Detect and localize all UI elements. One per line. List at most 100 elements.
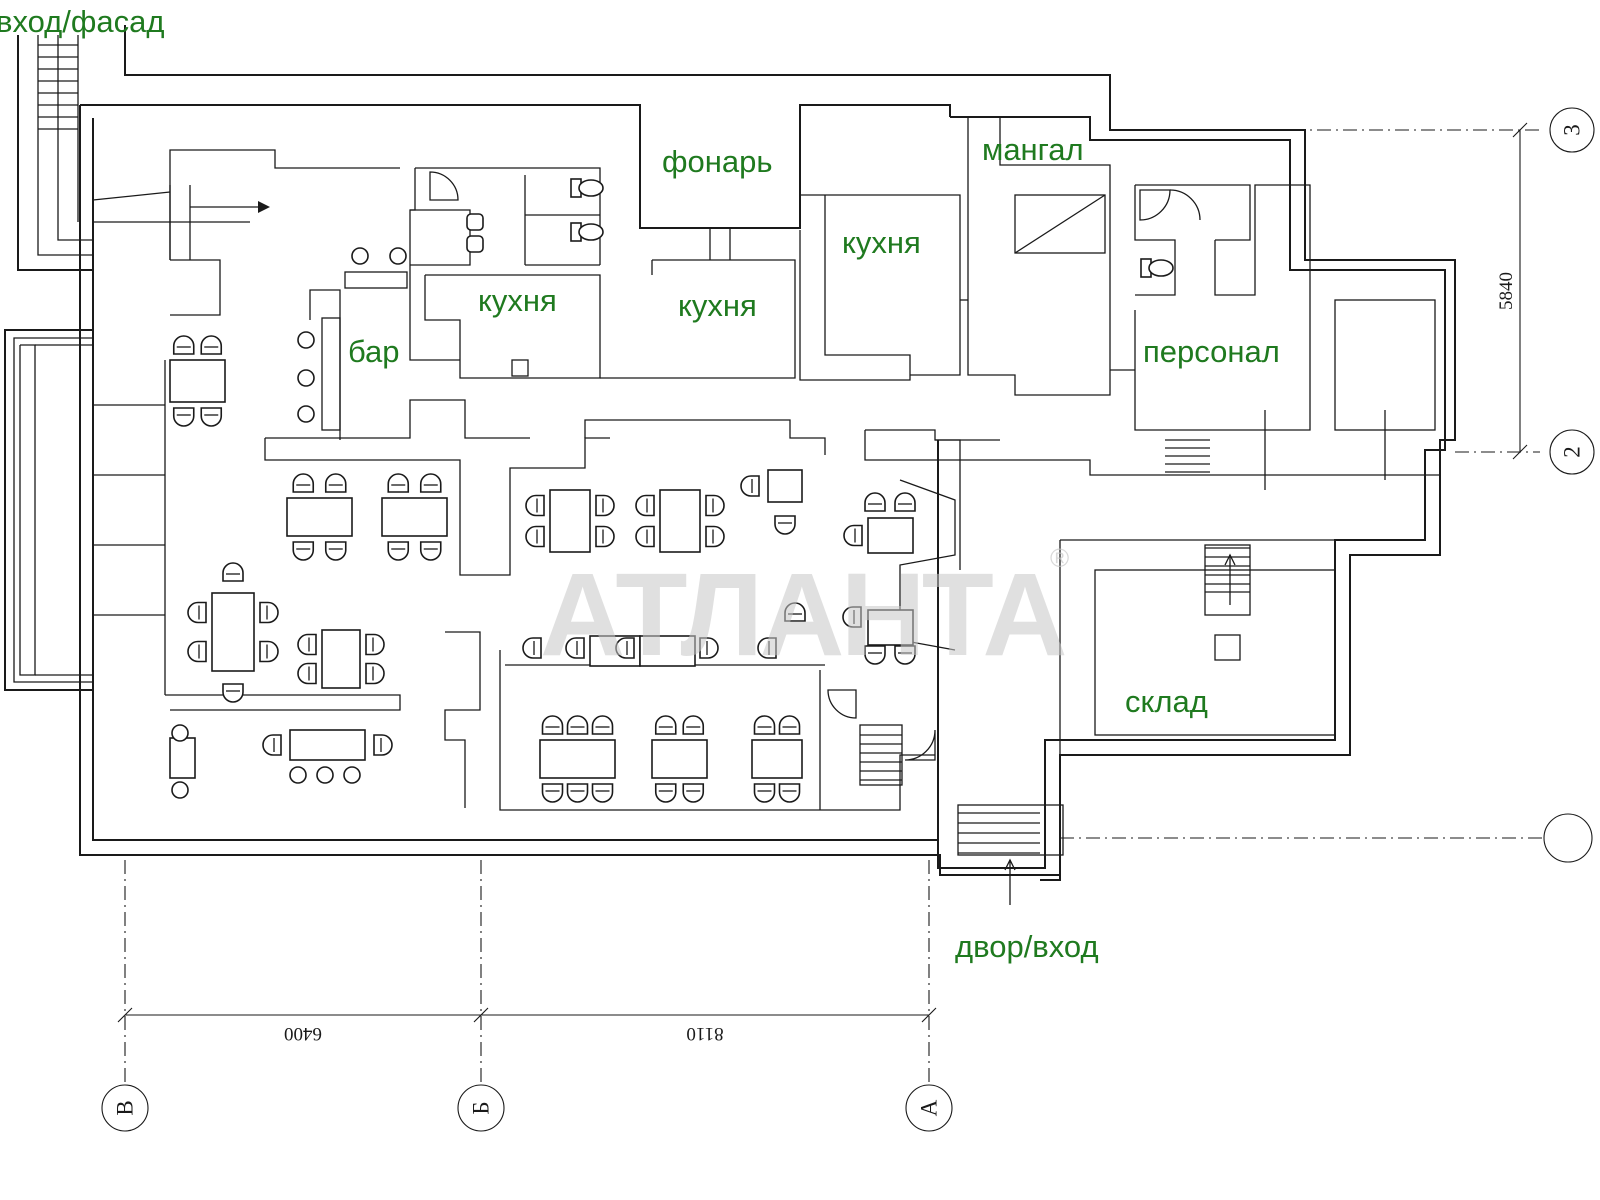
table [651, 739, 708, 779]
chair-icon [753, 783, 776, 803]
chair-icon [635, 494, 655, 517]
bar-stool-icon [351, 247, 369, 265]
chair-icon [566, 715, 589, 735]
chair-icon [259, 640, 279, 663]
table [751, 739, 803, 779]
chair-icon [774, 515, 796, 535]
chair-icon [365, 662, 385, 685]
chair-icon [387, 541, 410, 561]
table [289, 729, 366, 761]
sink-icon [466, 235, 484, 253]
table [211, 592, 255, 672]
label-yard-entrance: двор/вход [955, 929, 1099, 964]
chair-icon [324, 541, 347, 561]
toilet-icon [570, 222, 604, 242]
bar-stool-icon [297, 405, 315, 423]
watermark-registered-mark: ® [1050, 543, 1069, 573]
toilet-icon [1140, 258, 1174, 278]
table [321, 629, 361, 689]
chair-icon [200, 407, 223, 427]
table [381, 497, 448, 537]
chair-icon [894, 645, 916, 665]
label-kitchen-2: кухня [678, 288, 757, 323]
bar-stool-icon [316, 766, 334, 784]
table [767, 469, 803, 503]
axis-label-2: 2 [1560, 446, 1585, 458]
chair-icon [525, 525, 545, 548]
bar-stool-icon [171, 781, 189, 799]
axis-bubble-a: А [905, 1084, 953, 1132]
axis-bubble-2: 2 [1549, 429, 1595, 475]
watermark: АТЛАНТА [540, 549, 1065, 681]
chair-icon [705, 525, 725, 548]
chair-icon [705, 494, 725, 517]
chair-icon [615, 637, 635, 659]
label-grill: мангал [982, 132, 1084, 167]
chair-icon [187, 601, 207, 624]
chair-icon [757, 637, 777, 659]
label-storage: склад [1125, 684, 1208, 719]
chair-icon [541, 715, 564, 735]
label-entrance-facade: вход/фасад [0, 4, 164, 39]
chair-icon [419, 473, 442, 493]
table [867, 609, 914, 646]
chair-icon [373, 734, 393, 756]
column [511, 359, 529, 377]
bar-stool-icon [297, 369, 315, 387]
chair-icon [222, 683, 244, 703]
chair-icon [784, 602, 806, 622]
chair-icon [753, 715, 776, 735]
chair-icon [541, 783, 564, 803]
axis-label-b: Б [469, 1101, 494, 1114]
chair-icon [740, 475, 760, 497]
chair-icon [778, 715, 801, 735]
axis-bubble-b: Б [457, 1084, 505, 1132]
grid-axes [117, 122, 1545, 1085]
chair-icon [259, 601, 279, 624]
chair-icon [699, 637, 719, 659]
door-swings [429, 171, 1201, 761]
chair-icon [172, 407, 195, 427]
dimension-6400: 6400 [284, 1023, 322, 1044]
chair-icon [525, 494, 545, 517]
axis-bubble-v: В [101, 1084, 149, 1132]
shower-icon [1139, 189, 1171, 221]
chair-icon [297, 633, 317, 656]
axis-bubble-1 [1543, 813, 1593, 863]
table [867, 517, 914, 554]
label-staff: персонал [1143, 334, 1280, 369]
table [549, 489, 591, 553]
table [539, 739, 616, 779]
table [286, 497, 353, 537]
chair-icon [591, 783, 614, 803]
table [169, 737, 196, 779]
chair-icon [522, 637, 542, 659]
inner-walls [93, 117, 1440, 905]
chair-icon [365, 633, 385, 656]
chair-icon [842, 606, 862, 628]
chair-icon [894, 492, 916, 512]
chair-icon [595, 494, 615, 517]
sink-icon [466, 213, 484, 231]
chair-icon [565, 637, 585, 659]
outer-walls [4, 25, 1456, 881]
chair-icon [635, 525, 655, 548]
chair-icon [292, 473, 315, 493]
chair-icon [200, 335, 223, 355]
bar-stool-icon [289, 766, 307, 784]
axis-label-3: 3 [1560, 124, 1585, 136]
chair-icon [864, 492, 886, 512]
bar-stool-icon [389, 247, 407, 265]
label-kitchen-3: кухня [842, 225, 921, 260]
table [169, 359, 226, 403]
chair-icon [843, 524, 863, 547]
chair-icon [778, 783, 801, 803]
chair-icon [387, 473, 410, 493]
label-kitchen-1: кухня [478, 283, 557, 318]
entrance-arrow [190, 201, 270, 213]
chair-icon [297, 662, 317, 685]
chair-icon [222, 562, 244, 582]
chair-icon [262, 734, 282, 756]
chair-icon [591, 715, 614, 735]
